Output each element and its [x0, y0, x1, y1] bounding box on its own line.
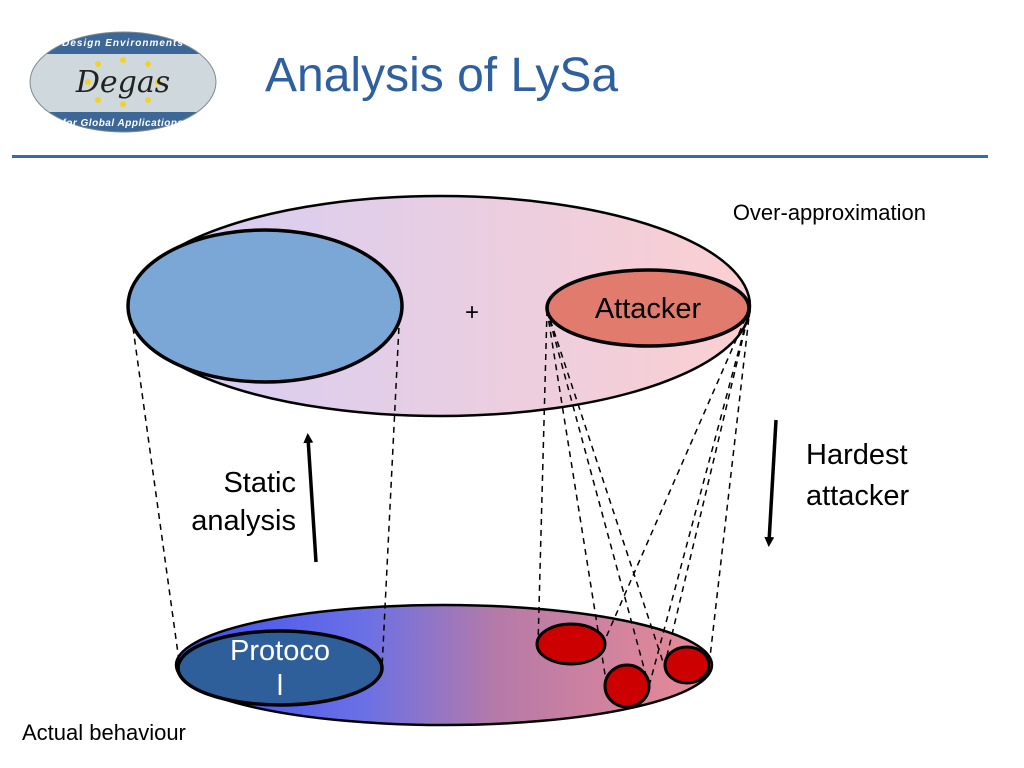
logo-bottom-text: for Global Applications: [62, 118, 183, 129]
protocol-label-line-1: Protoco: [230, 635, 330, 667]
static-analysis-arrow: [303, 433, 318, 563]
hardest-attacker-line-1: Hardest: [806, 439, 908, 471]
static-analysis-line-2: analysis: [191, 505, 296, 537]
protocol-ellipse: [176, 629, 384, 707]
hardest-attacker-line-2: attacker: [806, 480, 909, 512]
plus-sign: +: [465, 299, 479, 326]
attacker-ellipse: [545, 268, 751, 348]
actual-behaviour-label: Actual behaviour: [22, 720, 186, 745]
attacker-instance-2: [603, 663, 651, 709]
over-approximation-label: Over-approximation: [733, 200, 926, 225]
logo-center-text: Degas: [75, 65, 170, 100]
hardest-attacker-arrow: [764, 419, 778, 547]
attacker-instances: [535, 622, 711, 709]
slide-title: Analysis of LySa: [265, 49, 619, 102]
protocol-abstract-ellipse: [126, 228, 404, 384]
logo-stars: [85, 57, 161, 107]
logo-top-text: Design Environments: [62, 38, 184, 49]
attacker-instance-3: [663, 645, 711, 685]
protocol-projection-lines: [129, 305, 401, 669]
protocol-label-line-2: l: [277, 670, 283, 702]
attacker-instance-1: [535, 622, 607, 666]
static-analysis-line-1: Static: [223, 467, 296, 499]
attacker-label: Attacker: [595, 293, 702, 325]
attacker-projection-lines: [537, 307, 751, 691]
title-rule: [12, 155, 988, 158]
degas-logo: Design Environments Degas for Global App…: [29, 31, 217, 133]
